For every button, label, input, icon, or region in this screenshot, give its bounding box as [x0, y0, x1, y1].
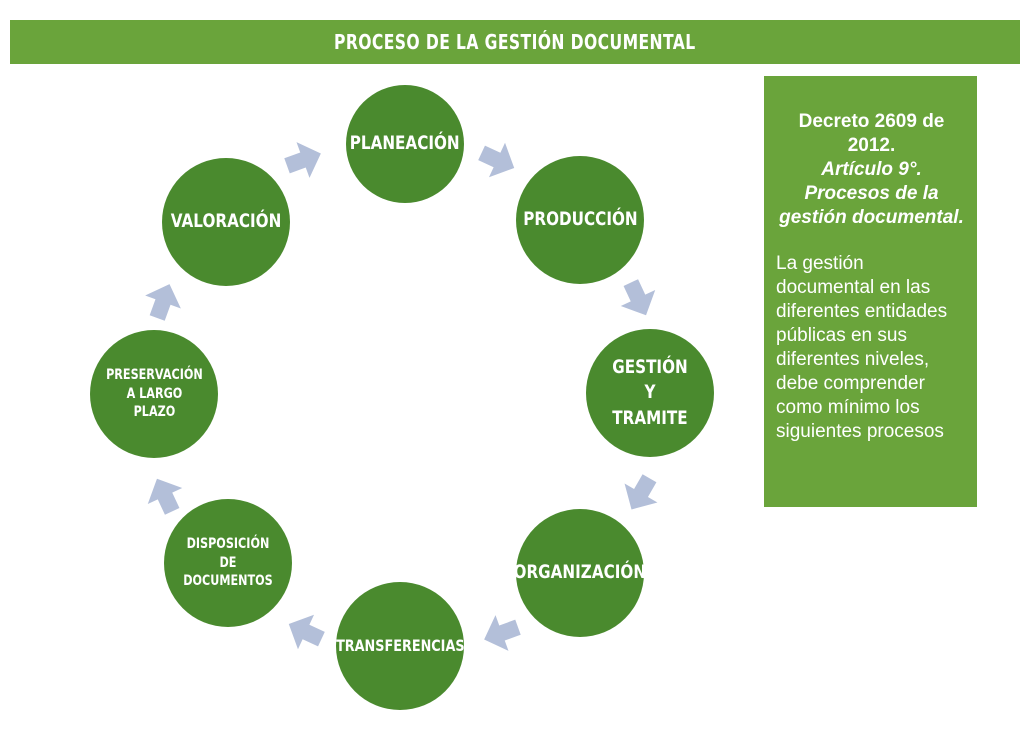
node-label-transferencias: TRANSFERENCIAS [335, 636, 465, 656]
node-label-planeacion: PLANEACIÓN [350, 132, 460, 155]
node-label-valoracion: VALORACIÓN [170, 210, 282, 233]
node-gestion-y-tramite: GESTIÓN Y TRAMITE [586, 329, 714, 457]
node-preservacion-a-largo-plazo: PRESERVACIÓN A LARGO PLAZO [90, 330, 218, 458]
node-valoracion: VALORACIÓN [162, 158, 290, 286]
node-label-disposicion: DISPOSICIÓN DE DOCUMENTOS [183, 535, 273, 590]
chevron-arrow-icon [288, 614, 325, 650]
node-disposicion-de-documentos: DISPOSICIÓN DE DOCUMENTOS [164, 499, 292, 627]
node-label-organizacion: ORGANIZACIÓN [513, 561, 647, 584]
node-planeacion: PLANEACIÓN [346, 85, 464, 203]
article-reference: Artículo 9°. Procesos de la gestión docu… [779, 159, 964, 228]
chevron-arrow-icon [624, 474, 658, 510]
diagram-title: PROCESO DE LA GESTIÓN DOCUMENTAL [334, 30, 696, 54]
node-produccion: PRODUCCIÓN [516, 156, 644, 284]
chevron-arrow-icon [478, 142, 515, 178]
node-label-gestion-y-tramite: GESTIÓN Y TRAMITE [612, 355, 688, 429]
chevron-arrow-icon [620, 279, 656, 316]
node-label-preservacion: PRESERVACIÓN A LARGO PLAZO [105, 366, 203, 421]
title-banner: PROCESO DE LA GESTIÓN DOCUMENTAL [10, 20, 1020, 64]
info-body-text: La gestión documental en las diferentes … [776, 253, 948, 442]
info-panel: Decreto 2609 de 2012. Artículo 9°. Proce… [764, 76, 977, 507]
node-organizacion: ORGANIZACIÓN [513, 509, 647, 637]
chevron-arrow-icon [145, 284, 181, 321]
node-label-produccion: PRODUCCIÓN [522, 208, 638, 231]
node-transferencias: TRANSFERENCIAS [336, 582, 464, 710]
chevron-arrow-icon [484, 615, 521, 651]
chevron-arrow-icon [147, 478, 183, 515]
info-heading: Decreto 2609 de 2012. Artículo 9°. Proce… [776, 110, 967, 230]
decree-reference: Decreto 2609 de 2012. [798, 111, 945, 156]
chevron-arrow-icon [284, 142, 321, 178]
